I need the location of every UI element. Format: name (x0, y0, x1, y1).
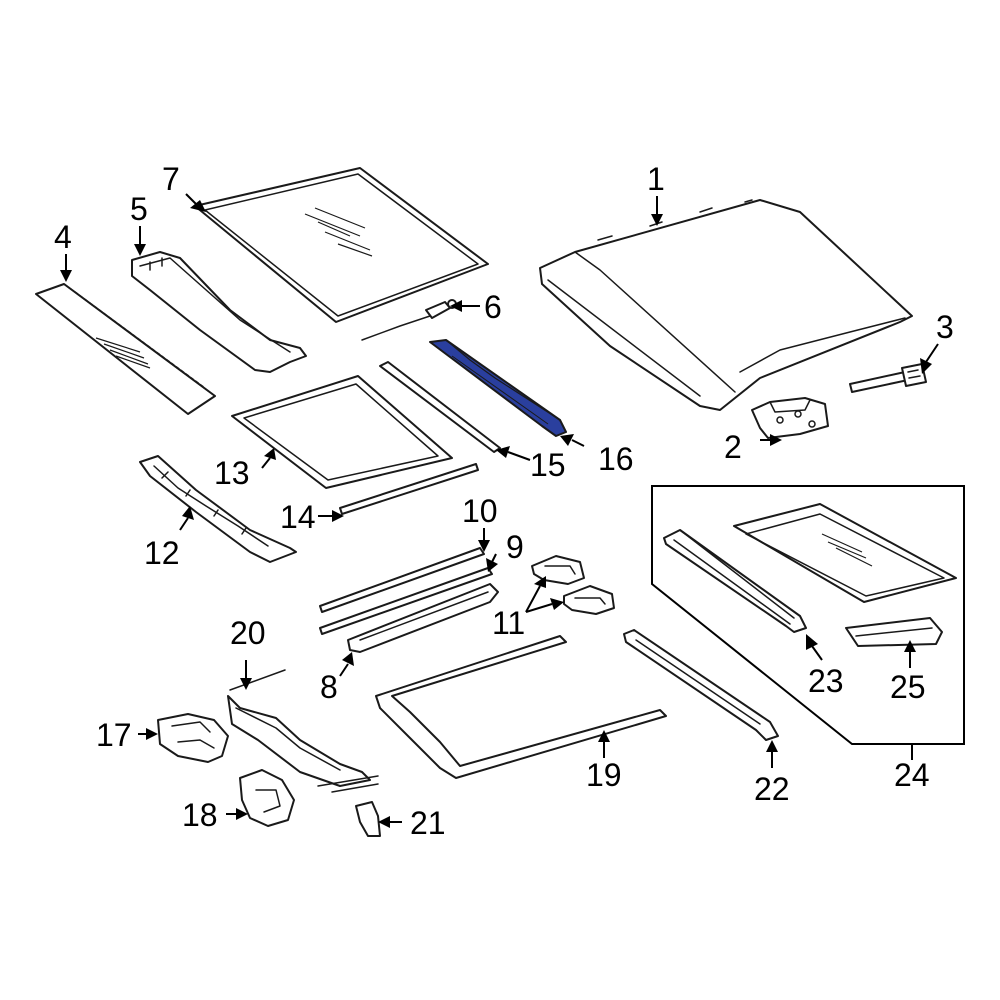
part-8-guide[interactable] (347, 583, 499, 653)
part-6-drive-cable[interactable] (361, 299, 457, 341)
part-18-motor-housing[interactable] (239, 769, 295, 827)
part-3-drive-rod[interactable] (849, 363, 927, 393)
part-9-seal[interactable] (319, 567, 493, 635)
callout-5: 5 (130, 191, 148, 227)
part-22-side-rail[interactable] (623, 629, 779, 741)
callout-1: 1 (647, 161, 665, 197)
part-23-rail[interactable] (663, 529, 807, 633)
callout-20: 20 (230, 615, 266, 651)
callout-24: 24 (894, 757, 930, 793)
callout-15: 15 (530, 447, 566, 483)
part-16-guide-rail[interactable] (429, 339, 567, 437)
leader-lines (60, 193, 939, 828)
kit-24-box (651, 485, 965, 745)
part-11-bracket-upper[interactable] (531, 555, 585, 585)
callout-7: 7 (162, 161, 180, 197)
callout-2: 2 (724, 429, 742, 465)
part-2-bracket[interactable] (751, 397, 829, 439)
callout-17: 17 (96, 717, 132, 753)
kit-glass-panel[interactable] (733, 503, 957, 603)
part-13-sunroof-frame[interactable] (231, 375, 453, 489)
part-5-front-frame[interactable] (131, 251, 307, 373)
part-19-seal[interactable] (375, 635, 667, 779)
part-15-seal-strip[interactable] (379, 361, 501, 453)
part-1-roof-panel[interactable] (539, 199, 913, 411)
callout-13: 13 (214, 455, 250, 491)
callout-labels: 1 2 3 4 5 6 7 8 9 10 11 12 13 14 15 16 1… (54, 161, 954, 841)
callout-19: 19 (586, 757, 622, 793)
callout-25: 25 (890, 669, 926, 705)
callout-9: 9 (506, 529, 524, 565)
callout-23: 23 (808, 663, 844, 699)
callout-8: 8 (320, 669, 338, 705)
callout-6: 6 (484, 289, 502, 325)
callout-21: 21 (410, 805, 446, 841)
part-12-rear-rail[interactable] (139, 455, 297, 563)
callout-22: 22 (754, 771, 790, 807)
callout-16: 16 (598, 441, 634, 477)
callout-4: 4 (54, 219, 72, 255)
part-10-seal[interactable] (319, 547, 485, 613)
part-20-cable-harness[interactable] (227, 669, 379, 793)
callout-18: 18 (182, 797, 218, 833)
part-25-bracket[interactable] (845, 617, 943, 647)
part-11-bracket-lower[interactable] (563, 585, 615, 615)
part-17-motor[interactable] (157, 713, 229, 763)
part-14-seal-strip[interactable] (339, 463, 479, 515)
callout-10: 10 (462, 493, 498, 529)
callout-11: 11 (492, 605, 525, 641)
part-7-glass-panel[interactable] (194, 167, 489, 323)
callout-12: 12 (144, 535, 180, 571)
callout-3: 3 (936, 309, 954, 345)
part-21-clip[interactable] (355, 801, 381, 837)
callout-14: 14 (280, 499, 316, 535)
part-4-sunshade-panel[interactable] (35, 283, 216, 415)
